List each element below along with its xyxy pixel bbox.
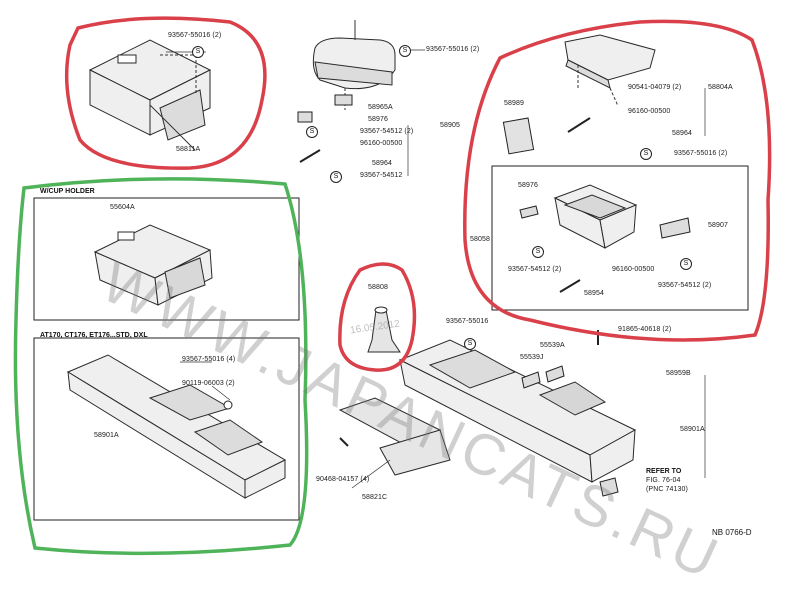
parts-diagram: 93567-55016 (2) S 58811A S 93567-55016 (… xyxy=(13,16,772,593)
armrest-58905-shape xyxy=(312,37,396,90)
label-top-center-p1: 93567-55016 (2) xyxy=(426,46,480,53)
label-bottom-p1: 93567-55016 xyxy=(446,318,489,325)
screw-icon: S xyxy=(399,45,411,57)
console-58901a-left-shape xyxy=(66,354,287,499)
cup-holder-title: W/CUP HOLDER xyxy=(40,188,95,195)
label-right-box-p6: 96160-00500 xyxy=(612,266,655,273)
diagram-code: NB 0766-D xyxy=(712,528,752,537)
screw-icon: S xyxy=(640,148,652,160)
screw-icon: S xyxy=(306,126,318,138)
label-top-center-p2: 58965A xyxy=(368,104,393,111)
label-left-lower-p3: 58901A xyxy=(94,432,119,439)
label-right-box-p8: 93567-54512 (2) xyxy=(658,282,712,289)
diagram-drawing xyxy=(13,16,772,556)
label-top-left-p2: 58811A xyxy=(176,146,201,153)
label-bottom-p4: 55539J xyxy=(520,354,544,361)
label-cup-holder-p1: 55604A xyxy=(110,204,135,211)
label-top-right-p2: 90541-04079 (2) xyxy=(628,84,682,91)
label-top-center-p8: 93567-54512 xyxy=(360,172,403,179)
red-highlight-top-right xyxy=(463,19,772,342)
label-top-right-p1: 58989 xyxy=(504,100,524,107)
red-highlight-boot xyxy=(338,262,417,372)
left-lower-frame xyxy=(33,337,300,521)
right-box-frame xyxy=(491,165,749,311)
label-right-box-p3: 58907 xyxy=(708,222,728,229)
label-bottom-p8: 58821C xyxy=(362,494,388,501)
screw-icon: S xyxy=(464,338,476,350)
refer-line2: FIG. 76-04 xyxy=(646,477,681,484)
label-top-left-p1: 93567-55016 (2) xyxy=(168,32,222,39)
cup-holder-55604a-shape xyxy=(93,224,213,306)
tray-58058-shape xyxy=(553,184,638,249)
label-top-right-p3: 58804A xyxy=(708,84,733,91)
label-top-right-p5: 58964 xyxy=(672,130,692,137)
label-bottom-p7: 90468-04157 (4) xyxy=(316,476,370,483)
green-highlight-left xyxy=(13,177,309,556)
left-lower-title: AT170, CT176, ET176...STD, DXL xyxy=(40,332,148,339)
label-right-box-p5: 93567-54512 (2) xyxy=(508,266,562,273)
label-right-box-p7: 58954 xyxy=(584,290,604,297)
label-right-box-p1: 93567-55016 (2) xyxy=(674,150,728,157)
label-top-center-p4: 58905 xyxy=(440,122,460,129)
label-top-center-p3: 58976 xyxy=(368,116,388,123)
screw-icon: S xyxy=(680,258,692,270)
label-bottom-p5: 58959B xyxy=(666,370,691,377)
label-bottom-p2: 91865-40618 (2) xyxy=(618,326,672,333)
label-top-center-p7: 58964 xyxy=(372,160,392,167)
refer-line3: (PNC 74130) xyxy=(646,486,688,493)
lid-58804a-shape xyxy=(564,34,656,89)
label-top-right-p4: 96160-00500 xyxy=(628,108,671,115)
shift-boot-58808-shape xyxy=(367,306,401,353)
label-bottom-p3: 55539A xyxy=(540,342,565,349)
label-boot-p1: 58808 xyxy=(368,284,388,291)
screw-icon: S xyxy=(330,171,342,183)
red-highlight-top-left xyxy=(64,16,267,170)
screw-icon: S xyxy=(532,246,544,258)
plate-58821c-shape xyxy=(338,397,451,476)
label-right-box-p4: 58058 xyxy=(470,236,490,243)
refer-line1: REFER TO xyxy=(646,468,682,475)
label-top-center-p5: 93567-54512 (2) xyxy=(360,128,414,135)
console-58901a-center-shape xyxy=(398,339,637,483)
label-right-box-p2: 58976 xyxy=(518,182,538,189)
label-left-lower-p2: 90119-06003 (2) xyxy=(182,380,235,387)
screw-icon: S xyxy=(192,46,204,58)
label-top-center-p6: 96160-00500 xyxy=(360,140,403,147)
label-bottom-p6: 58901A xyxy=(680,426,705,433)
label-left-lower-p1: 93567-55016 (4) xyxy=(182,356,236,363)
